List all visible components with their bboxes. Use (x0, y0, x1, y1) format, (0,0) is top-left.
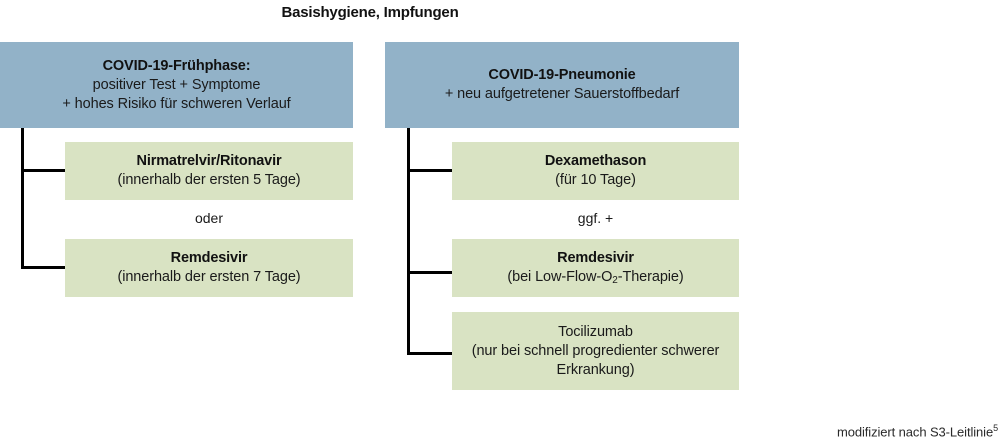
therapy-box-nirmatrelvir-ritonavir-detail: (innerhalb der ersten 5 Tage) (117, 172, 301, 188)
therapy-box-nirmatrelvir-ritonavir: Nirmatrelvir/Ritonavir (innerhalb der er… (65, 142, 353, 200)
therapy-box-nirmatrelvir-ritonavir-name: Nirmatrelvir/Ritonavir (136, 153, 282, 169)
therapy-box-tocilizumab-detail-line1: (nur bei schnell progredienter schwerer (471, 342, 720, 359)
therapy-box-remdesivir-early-name: Remdesivir (170, 250, 248, 266)
connector-branch-early-1 (21, 169, 67, 172)
connector-trunk-early (21, 128, 24, 269)
phase-box-pneumonia-title: COVID-19-Pneumonie (488, 67, 636, 83)
remdesivir-detail-prefix: (bei Low-Flow-O (507, 268, 613, 285)
connector-trunk-pneumonia (407, 128, 410, 355)
therapy-box-tocilizumab-detail-line2: Erkrankung) (556, 361, 635, 378)
therapy-box-remdesivir-pneumonia: Remdesivir (bei Low-Flow-O2-Therapie) (452, 239, 739, 297)
therapy-box-remdesivir-pneumonia-name: Remdesivir (557, 249, 634, 266)
therapy-box-tocilizumab: Tocilizumab (nur bei schnell progredient… (452, 312, 739, 390)
remdesivir-detail-suffix: -Therapie) (617, 268, 684, 285)
therapy-box-remdesivir-early-detail: (innerhalb der ersten 7 Tage) (117, 269, 301, 285)
remdesivir-detail-subscript: 2 (612, 274, 618, 286)
connector-label-oder: oder (194, 210, 224, 226)
phase-box-early-line3: + hohes Risiko für schweren Verlauf (62, 95, 291, 112)
source-attribution-text: modifiziert nach S3-Leitlinie (837, 424, 994, 439)
source-attribution-reference: 5 (993, 422, 998, 433)
phase-box-early: COVID-19-Frühphase: positiver Test + Sym… (0, 42, 353, 128)
phase-box-pneumonia-line2: + neu aufgetretener Sauerstoffbedarf (444, 86, 680, 102)
phase-box-early-line2: positiver Test + Symptome (92, 76, 261, 93)
phase-box-pneumonia: COVID-19-Pneumonie + neu aufgetretener S… (385, 42, 739, 128)
source-attribution: modifiziert nach S3-Leitlinie5 (837, 423, 998, 439)
therapy-box-remdesivir-pneumonia-detail: (bei Low-Flow-O2-Therapie) (507, 268, 683, 288)
connector-label-ggf: ggf. + (577, 210, 614, 226)
therapy-box-tocilizumab-name: Tocilizumab (558, 323, 633, 340)
connector-branch-pneumonia-3 (407, 352, 454, 355)
connector-branch-pneumonia-2 (407, 271, 454, 274)
therapy-box-dexamethason-name: Dexamethason (544, 153, 647, 169)
therapy-box-dexamethason-detail: (für 10 Tage) (555, 172, 636, 188)
connector-branch-early-2 (21, 266, 67, 269)
page-title: Basishygiene, Impfungen (281, 4, 459, 21)
therapy-box-dexamethason: Dexamethason (für 10 Tage) (452, 142, 739, 200)
connector-branch-pneumonia-1 (407, 169, 454, 172)
therapy-box-remdesivir-early: Remdesivir (innerhalb der ersten 7 Tage) (65, 239, 353, 297)
phase-box-early-title: COVID-19-Frühphase: (102, 57, 251, 74)
